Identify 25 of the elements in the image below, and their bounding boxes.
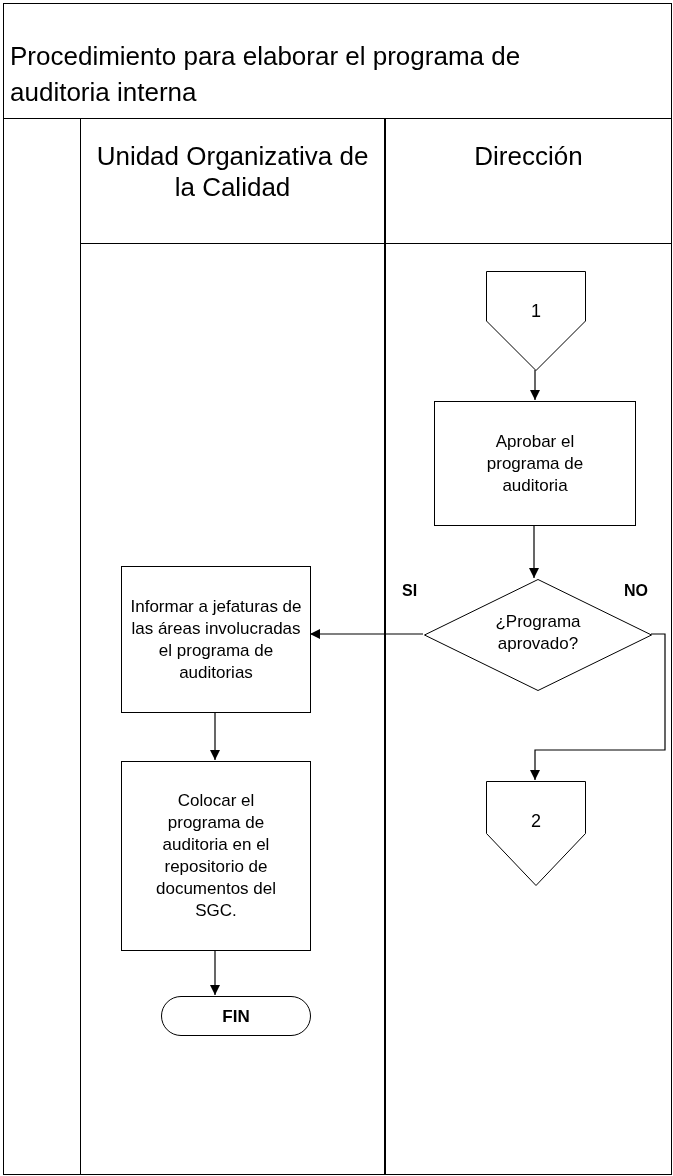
connector-number: 1: [530, 301, 542, 322]
off-page-connector: [486, 271, 586, 371]
arrow: [210, 949, 220, 996]
swimlane: [385, 118, 672, 1175]
step-text: FIN: [221, 1007, 251, 1027]
arrow: [309, 629, 424, 639]
decision-diamond: [424, 579, 652, 691]
process-box: [434, 401, 636, 526]
arrow: [530, 633, 666, 781]
step-text: ¿Programa aprovado?: [494, 611, 582, 655]
off-page-connector: [486, 781, 586, 886]
process-box: [121, 566, 311, 713]
arrow: [529, 524, 539, 579]
arrow: [530, 369, 540, 401]
step-text: Informar a jefaturas de las áreas involucradas el programa de auditorias: [129, 595, 303, 684]
diagram-title: Procedimiento para elaborar el programa de auditoria interna: [10, 40, 522, 109]
lane-header: Dirección: [473, 141, 584, 172]
terminator: [161, 996, 311, 1036]
process-box: [121, 761, 311, 951]
arrow: [210, 711, 220, 761]
step-text: Colocar el programa de auditoria en el repositorio de documentos del SGC.: [155, 790, 277, 922]
swimlane: [80, 118, 385, 1175]
lane-header: Unidad Organizativa de la Calidad: [95, 141, 370, 203]
connector-number: 2: [530, 811, 542, 832]
step-text: Aprobar el programa de auditoria: [485, 430, 585, 497]
